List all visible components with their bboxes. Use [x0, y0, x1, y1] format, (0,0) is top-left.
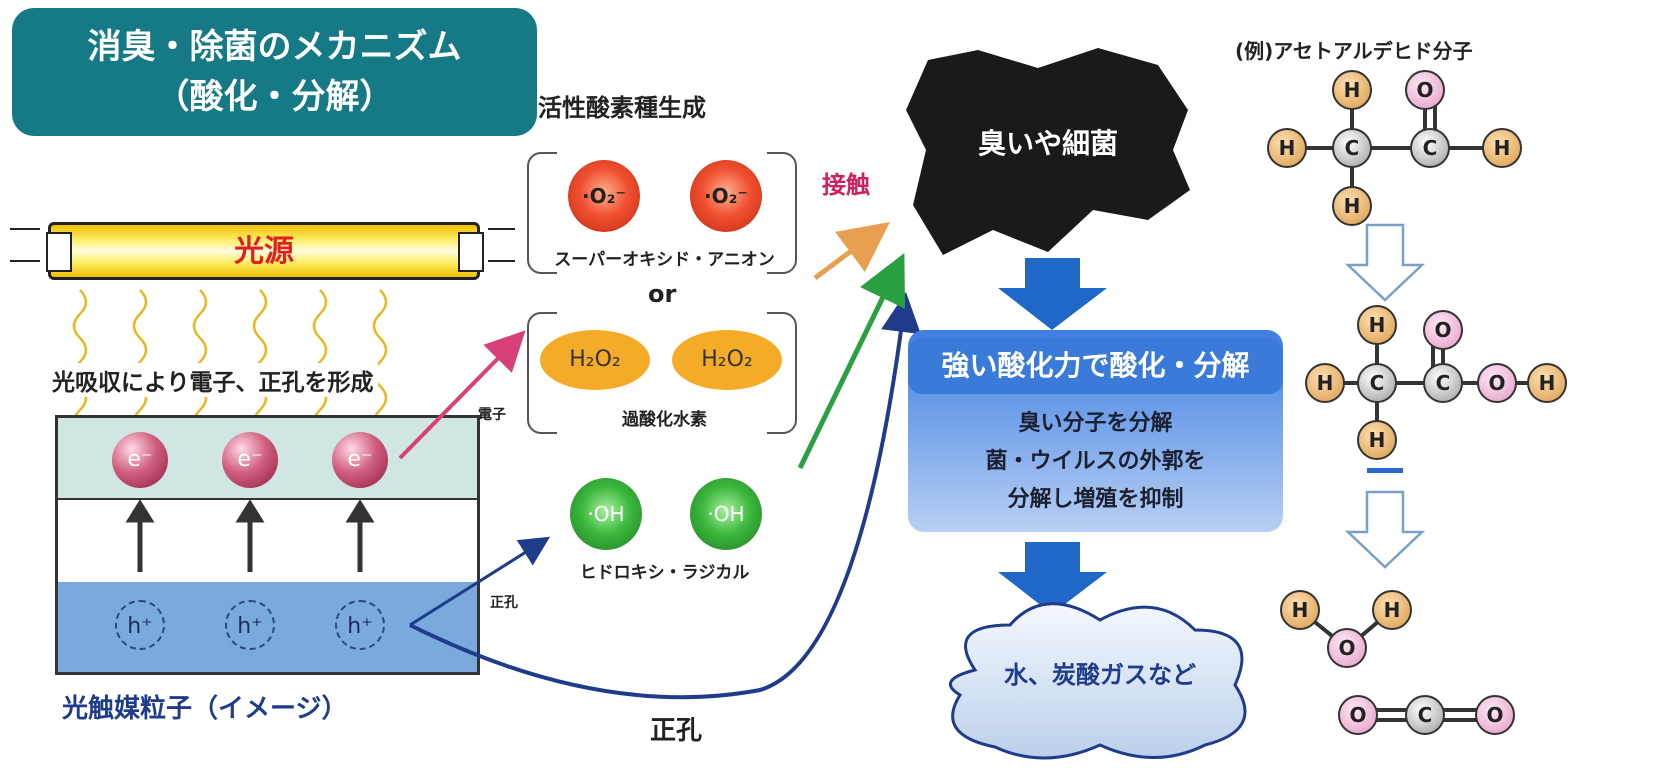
atom-h: H — [1267, 128, 1307, 168]
atom-o: O — [1405, 70, 1445, 110]
excitation-arrows — [125, 500, 375, 572]
hole-1: h⁺ — [115, 600, 165, 650]
peroxide-oval-1: H₂O₂ — [540, 330, 650, 390]
atom-c: C — [1405, 695, 1445, 735]
light-source-wires — [10, 228, 515, 262]
ros-heading: 活性酸素種生成 — [538, 94, 706, 122]
atom-o: O — [1477, 363, 1517, 403]
oxidation-body: 臭い分子を分解 菌・ウイルスの外郭を 分解し増殖を抑制 — [908, 405, 1283, 519]
peroxide-name: 過酸化水素 — [622, 410, 707, 430]
hydroxyl-ball-1: ·OH — [570, 478, 642, 550]
electron-3: e⁻ — [332, 432, 388, 488]
superoxide-ball-2: ·O₂⁻ — [690, 160, 762, 232]
atom-c: C — [1423, 363, 1463, 403]
atom-h: H — [1305, 363, 1345, 403]
atom-c: C — [1410, 128, 1450, 168]
down-arrow-2 — [998, 542, 1107, 614]
oxidation-line-3: 分解し増殖を抑制 — [1007, 487, 1184, 512]
hole-label-small: 正孔 — [490, 595, 518, 611]
atom-o: O — [1423, 310, 1463, 350]
or-text: or — [648, 280, 677, 308]
atom-o: O — [1475, 695, 1515, 735]
tube-cap-left — [46, 232, 72, 272]
hydroxyl-ball-2: ·OH — [690, 478, 762, 550]
particle-caption: 光触媒粒子（イメージ） — [62, 694, 348, 724]
result-label: 水、炭酸ガスなど — [1004, 661, 1196, 689]
hole-3: h⁺ — [335, 600, 385, 650]
tube-cap-right — [458, 232, 484, 272]
oxidation-line-2: 菌・ウイルスの外郭を — [985, 449, 1206, 474]
oxidation-line-1: 臭い分子を分解 — [1018, 411, 1173, 436]
example-heading: (例)アセトアルデヒド分子 — [1235, 39, 1473, 63]
atom-h: H — [1482, 128, 1522, 168]
hole-2: h⁺ — [225, 600, 275, 650]
superoxide-name: スーパーオキシド・アニオン — [554, 250, 775, 270]
atom-h: H — [1332, 186, 1372, 226]
contact-label: 接触 — [822, 171, 870, 199]
down-arrow-1 — [998, 258, 1107, 330]
hole-label-large: 正孔 — [650, 716, 703, 746]
atom-o: O — [1327, 628, 1367, 668]
light-source-label: 光源 — [234, 234, 294, 269]
atom-h: H — [1372, 590, 1412, 630]
atom-h: H — [1332, 70, 1372, 110]
target-label: 臭いや細菌 — [977, 127, 1118, 160]
odor-bacteria-shape — [906, 48, 1190, 255]
result-cloud — [948, 602, 1247, 760]
photocatalyst-particle — [55, 415, 480, 675]
atom-h: H — [1357, 420, 1397, 460]
atom-h: H — [1357, 305, 1397, 345]
molecule-bonds — [1287, 90, 1540, 722]
electron-label: 電子 — [478, 407, 506, 423]
atom-c: C — [1332, 128, 1372, 168]
atom-o: O — [1338, 695, 1378, 735]
title-line2: （酸化・分解） — [155, 77, 394, 117]
peroxide-oval-2: H₂O₂ — [672, 330, 782, 390]
atom-h: H — [1527, 363, 1567, 403]
atom-c: C — [1357, 363, 1397, 403]
electron-1: e⁻ — [112, 432, 168, 488]
title-box: 消臭・除菌のメカニズム （酸化・分解） — [12, 8, 537, 136]
oxidation-title: 強い酸化力で酸化・分解 — [908, 338, 1283, 394]
absorption-label: 光吸収により電子、正孔を形成 — [48, 363, 378, 397]
hydroxyl-name: ヒドロキシ・ラジカル — [579, 563, 750, 583]
superoxide-ball-1: ·O₂⁻ — [568, 160, 640, 232]
electron-2: e⁻ — [222, 432, 278, 488]
atom-h: H — [1280, 590, 1320, 630]
title-line1: 消臭・除菌のメカニズム — [87, 27, 462, 67]
